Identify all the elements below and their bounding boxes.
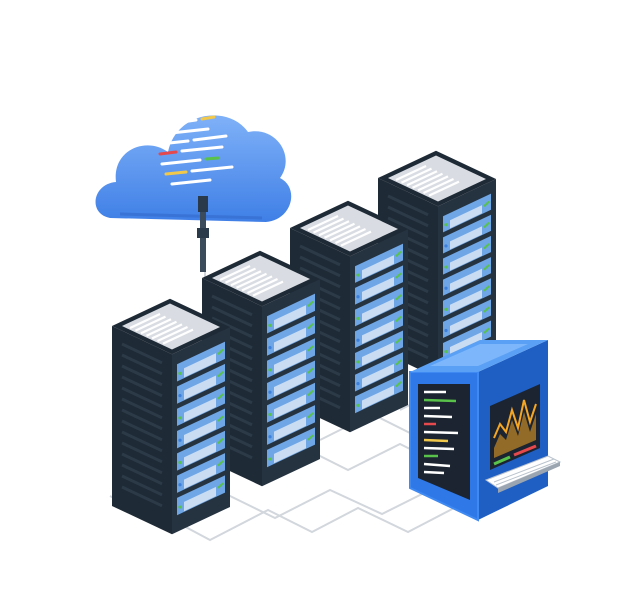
- server-rack-icon: [112, 298, 230, 535]
- cloud-icon: [95, 115, 292, 272]
- terminal-console-icon: [409, 340, 562, 522]
